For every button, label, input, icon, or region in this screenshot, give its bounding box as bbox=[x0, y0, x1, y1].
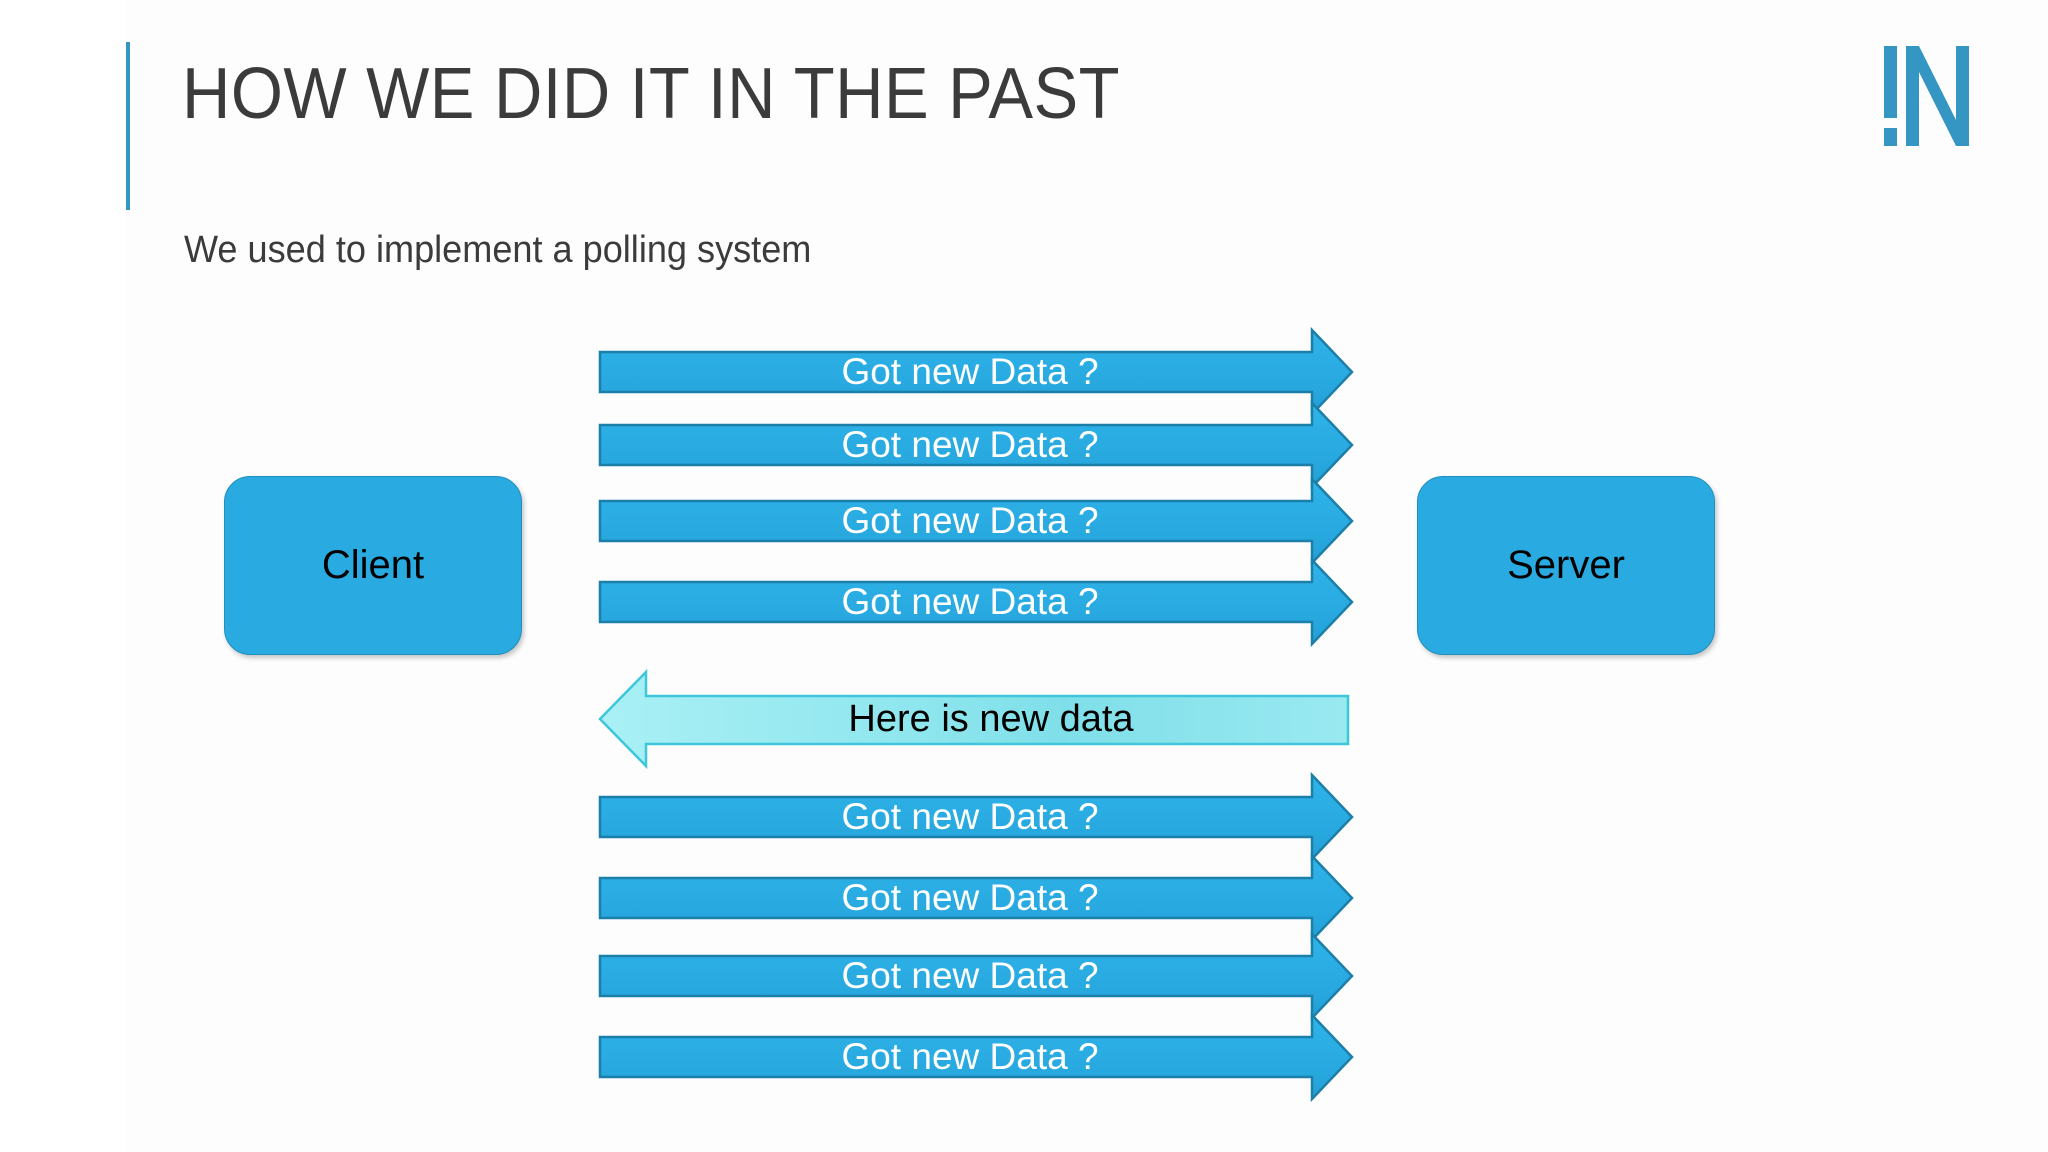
message-arrow-8[interactable]: Got new Data ? bbox=[598, 930, 1354, 1022]
node-client-label: Client bbox=[321, 543, 425, 587]
message-arrow-6[interactable]: Got new Data ? bbox=[598, 771, 1354, 863]
message-arrow-1[interactable]: Got new Data ? bbox=[598, 326, 1354, 418]
title-accent-bar bbox=[126, 42, 130, 210]
node-client[interactable]: Client bbox=[224, 476, 522, 655]
slide-subtitle: We used to implement a polling system bbox=[184, 229, 812, 271]
message-arrow-3[interactable]: Got new Data ? bbox=[598, 475, 1354, 567]
message-arrow-9[interactable]: Got new Data ? bbox=[598, 1011, 1354, 1103]
node-server-label: Server bbox=[1507, 543, 1625, 587]
page-title: HOW WE DID IT IN THE PAST bbox=[182, 54, 1120, 134]
exclamation-n-logo bbox=[1880, 38, 2000, 168]
node-server[interactable]: Server bbox=[1417, 476, 1715, 655]
response-arrow[interactable]: Here is new data bbox=[598, 668, 1350, 770]
message-arrow-7[interactable]: Got new Data ? bbox=[598, 852, 1354, 944]
message-arrow-2[interactable]: Got new Data ? bbox=[598, 399, 1354, 491]
message-arrow-4[interactable]: Got new Data ? bbox=[598, 556, 1354, 648]
